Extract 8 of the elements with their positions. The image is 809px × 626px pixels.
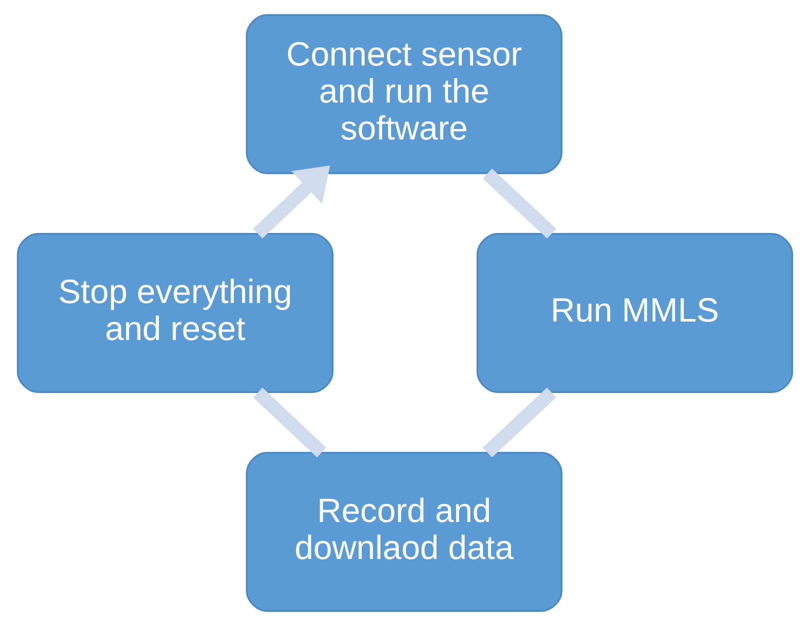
node-box: Run MMLS	[476, 233, 793, 393]
arrow	[252, 166, 330, 239]
node-box: Record and downlaod data	[245, 452, 562, 612]
connector	[252, 388, 326, 458]
node-box: Stop everything and reset	[16, 233, 333, 393]
connector	[482, 168, 556, 239]
connector	[482, 388, 556, 458]
node-box: Connect sensor and run the software	[245, 14, 562, 174]
